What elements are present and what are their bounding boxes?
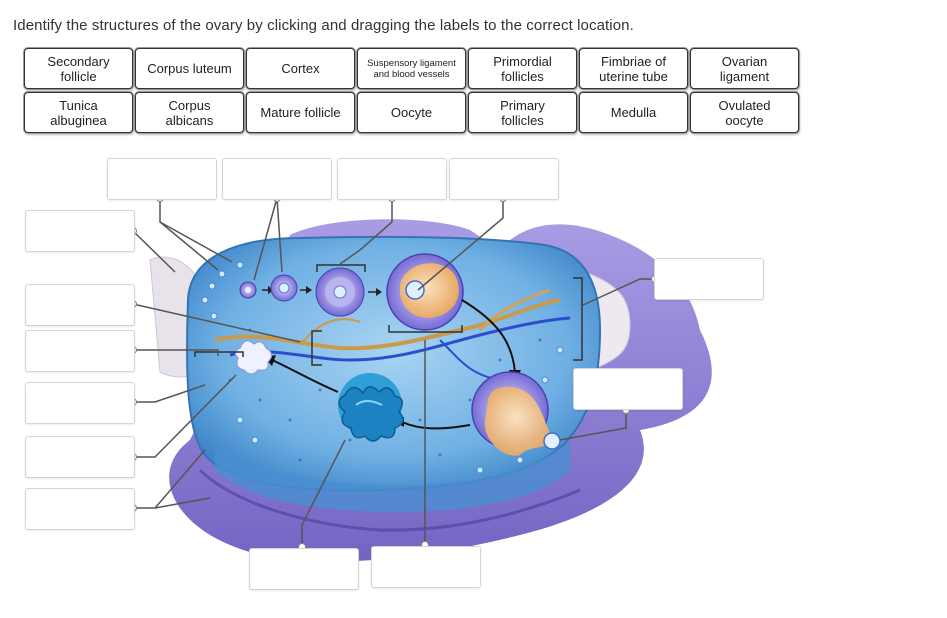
drop-target-2[interactable] xyxy=(222,158,332,200)
label-mature-follicle[interactable]: Mature follicle xyxy=(246,92,355,133)
drop-target-13[interactable] xyxy=(654,258,764,300)
label-cortex[interactable]: Cortex xyxy=(246,48,355,89)
instruction-text: Identify the structures of the ovary by … xyxy=(13,17,634,34)
label-suspensory-ligament[interactable]: Suspensory ligament and blood vessels xyxy=(357,48,466,89)
leader-lines xyxy=(132,197,655,547)
drop-target-8[interactable] xyxy=(25,382,135,424)
corpus-albicans-shape xyxy=(234,340,273,375)
label-primordial-follicles[interactable]: Primordial follicles xyxy=(468,48,577,89)
label-corpus-albicans[interactable]: Corpus albicans xyxy=(135,92,244,133)
label-ovulated-oocyte[interactable]: Ovulated oocyte xyxy=(690,92,799,133)
drop-target-5[interactable] xyxy=(25,210,135,252)
label-ovarian-ligament[interactable]: Ovarian ligament xyxy=(690,48,799,89)
drop-target-10[interactable] xyxy=(25,488,135,530)
label-tunica-albuginea[interactable]: Tunica albuginea xyxy=(24,92,133,133)
label-fimbriae[interactable]: Fimbriae of uterine tube xyxy=(579,48,688,89)
drop-target-6[interactable] xyxy=(25,284,135,326)
drop-target-3[interactable] xyxy=(337,158,447,200)
drop-target-12[interactable] xyxy=(371,546,481,588)
drop-target-1[interactable] xyxy=(107,158,217,200)
brackets xyxy=(194,264,583,366)
label-secondary-follicle[interactable]: Secondary follicle xyxy=(24,48,133,89)
follicle-sequence xyxy=(234,253,561,456)
drop-target-9[interactable] xyxy=(25,436,135,478)
drop-target-11[interactable] xyxy=(249,548,359,590)
corpus-luteum-shape xyxy=(338,373,404,442)
label-oocyte[interactable]: Oocyte xyxy=(357,92,466,133)
drop-target-14[interactable] xyxy=(573,368,683,410)
label-primary-follicles[interactable]: Primary follicles xyxy=(468,92,577,133)
drop-target-4[interactable] xyxy=(449,158,559,200)
label-medulla[interactable]: Medulla xyxy=(579,92,688,133)
label-corpus-luteum[interactable]: Corpus luteum xyxy=(135,48,244,89)
drop-target-7[interactable] xyxy=(25,330,135,372)
